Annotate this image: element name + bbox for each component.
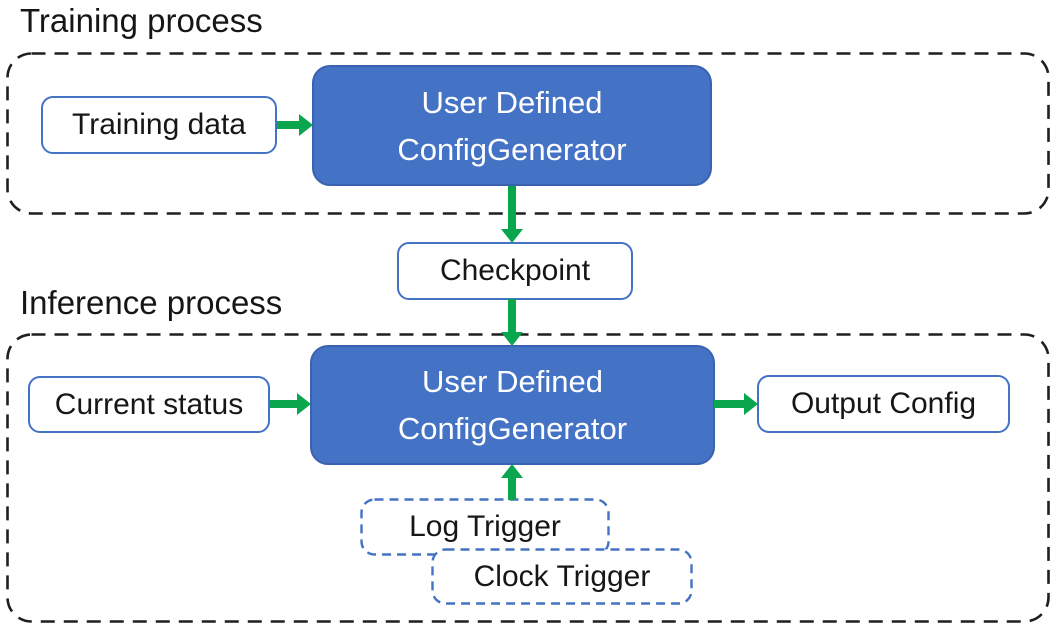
arrow-shaft xyxy=(508,299,516,332)
clock-trigger-label: Clock Trigger xyxy=(473,559,651,593)
checkpoint-label: Checkpoint xyxy=(439,254,591,287)
arrow-up-icon-triggers-to-generator xyxy=(501,464,523,500)
log-trigger-box: Log Trigger xyxy=(360,498,610,556)
arrow-head xyxy=(501,464,523,478)
config-generator-training-line1: User Defined xyxy=(421,84,603,120)
arrow-shaft xyxy=(714,400,744,408)
inference-process-label: Inference process xyxy=(20,284,283,321)
dashed-border xyxy=(6,333,1050,623)
arrow-down-icon-checkpoint-to-generator xyxy=(501,299,523,346)
current-status-box: Current status xyxy=(28,376,270,433)
log-trigger-label: Log Trigger xyxy=(409,510,561,543)
config-generator-inference-line2: ConfigGenerator xyxy=(397,411,628,446)
training-data-label: Training data xyxy=(72,108,246,141)
output-config-box: Output Config xyxy=(757,375,1010,433)
training-process-container xyxy=(6,52,1050,215)
arrow-head xyxy=(501,332,523,346)
output-config-label: Output Config xyxy=(790,387,977,420)
dashed-border xyxy=(431,548,693,605)
arrow-right-icon-current-status-to-generator xyxy=(270,393,311,415)
config-generator-training-box: User Defined ConfigGenerator xyxy=(312,65,712,186)
arrow-shaft xyxy=(270,400,297,408)
arrow-head xyxy=(744,393,758,415)
arrow-down-icon-generator-to-checkpoint xyxy=(501,186,523,243)
config-generator-training-line2: ConfigGenerator xyxy=(397,131,627,167)
training-process-label: Training process xyxy=(20,2,263,39)
dashed-border xyxy=(6,52,1050,215)
inference-process-container xyxy=(6,333,1050,623)
arrow-shaft xyxy=(508,478,516,500)
config-generator-inference-line1: User Defined xyxy=(422,364,603,399)
arrow-right-icon-training-data-to-generator xyxy=(277,114,313,136)
config-generator-inference-box: User Defined ConfigGenerator xyxy=(310,345,715,465)
clock-trigger-box: Clock Trigger xyxy=(431,548,693,605)
arrow-head xyxy=(501,229,523,243)
checkpoint-box: Checkpoint xyxy=(397,242,633,300)
arrow-shaft xyxy=(277,121,299,129)
training-data-box: Training data xyxy=(41,96,277,154)
arrow-head xyxy=(299,114,313,136)
dashed-border xyxy=(360,498,610,556)
arrow-right-icon-generator-to-output-config xyxy=(714,393,758,415)
arrow-head xyxy=(297,393,311,415)
current-status-label: Current status xyxy=(54,387,244,421)
arrow-shaft xyxy=(508,186,516,229)
